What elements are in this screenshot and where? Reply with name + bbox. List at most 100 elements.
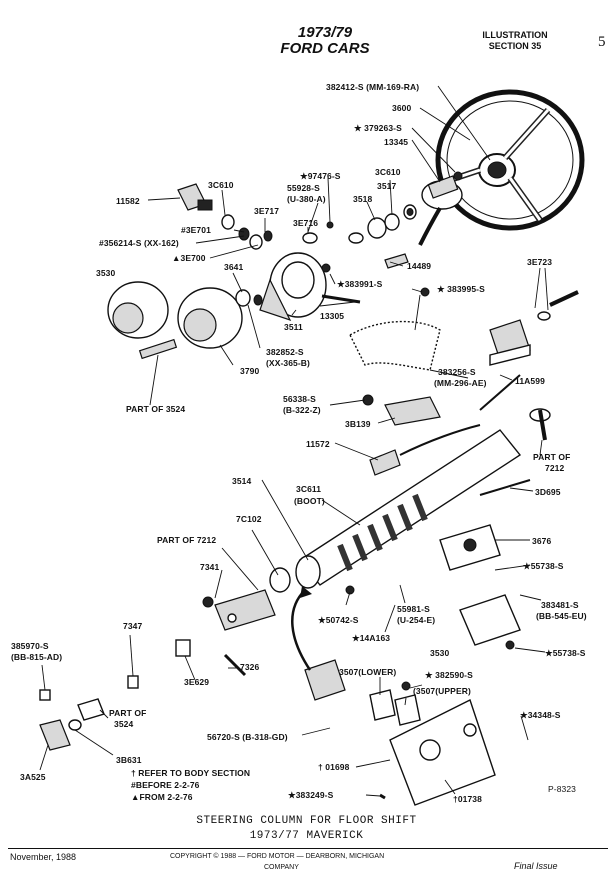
note-before-date: #BEFORE 2-2-76 — [131, 780, 200, 790]
callout-382412-S: 382412-S (MM-169-RA) — [326, 82, 420, 92]
callout-3D695: 3D695 — [535, 487, 561, 497]
caption-subtitle: 1973/77 MAVERICK — [249, 830, 364, 842]
bracket-3507 — [369, 681, 421, 726]
illustration-label: ILLUSTRATION — [482, 30, 548, 40]
callout-11572: 11572 — [306, 439, 330, 449]
header-title-line1: 1973/79 — [297, 24, 353, 41]
callout-34348-S: ★34348-S — [520, 710, 561, 720]
callout-3517: 3517 — [377, 181, 397, 191]
wiring-harness — [369, 424, 481, 476]
callout-3641: 3641 — [224, 262, 244, 272]
callout-11582: 11582 — [116, 196, 140, 206]
callout-3514: 3514 — [232, 476, 252, 486]
callout-382852-S-spec: (XX-365-B) — [266, 358, 310, 368]
callout-55738-S-upper: ★55738-S — [523, 561, 564, 571]
footer-divider — [8, 848, 608, 849]
callout-383481-S: 383481-S — [541, 600, 579, 610]
callout-3530-upper: 3530 — [96, 268, 116, 278]
callout-3676: 3676 — [532, 536, 552, 546]
turn-signal-switch — [384, 171, 463, 269]
callout-55981-S-spec: (U-254-E) — [397, 615, 436, 625]
callout-56338-S: 56338-S — [283, 394, 316, 404]
callout-3511: 3511 — [284, 322, 303, 332]
note-refer-body-section: † REFER TO BODY SECTION — [131, 768, 251, 778]
callout-3B631: 3B631 — [116, 755, 142, 765]
plate-3B139 — [362, 394, 441, 426]
callout-55928-S-spec: (U-380-A) — [287, 194, 326, 204]
callout-383481-S-spec: (BB-545-EU) — [536, 611, 587, 621]
column-tube — [295, 408, 551, 589]
section-label: SECTION 35 — [488, 41, 542, 51]
callout-part-of-7212-right-1: PART OF — [533, 452, 571, 462]
callout-part-of-3524-upper: PART OF 3524 — [126, 404, 186, 414]
callout-3518: 3518 — [353, 194, 373, 204]
callout-3B139: 3B139 — [345, 419, 371, 429]
callout-3E723: 3E723 — [527, 257, 553, 267]
steering-wheel — [435, 89, 585, 231]
shift-linkage-parts — [202, 567, 291, 631]
footer-copyright: COPYRIGHT © 1988 — FORD MOTOR — DEARBORN… — [170, 853, 385, 860]
callout-383995-S: ★ 383995-S — [437, 284, 485, 294]
callout-3C610-right: 3C610 — [375, 167, 401, 177]
callout-7326: 7326 — [240, 662, 260, 672]
callout-97476-S: ★97476-S — [300, 171, 341, 181]
callout-382852-S: 382852-S — [266, 347, 304, 357]
callout-3C611: 3C611 — [296, 484, 322, 494]
column-housing-3511 — [259, 252, 331, 322]
column-covers — [107, 281, 263, 360]
callout-55738-S-lower: ★55738-S — [545, 648, 586, 658]
callout-11A599: 11A599 — [515, 376, 545, 386]
callout-55928-S: 55928-S — [287, 183, 320, 193]
callout-14A163: ★14A163 — [352, 633, 391, 643]
shift-lever-assembly — [479, 290, 579, 411]
lock-cylinder-parts — [177, 183, 417, 250]
header-title-line2: FORD CARS — [280, 40, 370, 57]
callout-50742-S: ★50742-S — [318, 615, 359, 625]
callout-7C102: 7C102 — [236, 514, 262, 524]
callout-385970-S-spec: (BB-815-AD) — [11, 652, 63, 662]
drawing-number: P-8323 — [548, 784, 577, 794]
callout-01738: †01738 — [453, 794, 482, 804]
callout-3C610-left: 3C610 — [208, 180, 234, 190]
callout-379263-S: ★ 379263-S — [354, 123, 402, 133]
callout-13345: 13345 — [384, 137, 409, 147]
callout-383249-S: ★383249-S — [288, 790, 334, 800]
callout-01698: † 01698 — [318, 762, 350, 772]
callout-3A525: 3A525 — [20, 772, 46, 782]
footer-status: Final Issue — [514, 861, 558, 871]
callout-part-of-3524-lower-1: PART OF — [109, 708, 147, 718]
footer-date: November, 1988 — [10, 852, 77, 862]
callout-14489: 14489 — [407, 261, 432, 271]
callout-13305: 13305 — [320, 311, 345, 321]
page-number: 5 — [598, 34, 606, 50]
boot-lower — [291, 586, 346, 701]
callout-7347: 7347 — [123, 621, 143, 631]
callout-3790: 3790 — [240, 366, 260, 376]
small-parts — [127, 585, 355, 689]
callout-383991-S: ★383991-S — [337, 279, 383, 289]
leader-lines — [39, 85, 549, 797]
callout-383256-S: 383256-S — [438, 367, 476, 377]
footer-company: COMPANY — [264, 864, 299, 871]
callout-7341: 7341 — [200, 562, 220, 572]
callout-383256-S-spec: (MM-296-AE) — [434, 378, 487, 388]
callout-3C611-boot: (BOOT) — [294, 496, 325, 506]
note-from-date: ▲FROM 2-2-76 — [131, 792, 193, 802]
upper-bracket — [349, 287, 441, 371]
caption-title: STEERING COLUMN FOR FLOOR SHIFT — [196, 815, 417, 827]
callout-3600: 3600 — [392, 103, 412, 113]
callout-385970-S: 385970-S — [11, 641, 49, 651]
callout-part-of-7212-left: PART OF 7212 — [157, 535, 217, 545]
callout-3E716: 3E716 — [293, 218, 319, 228]
firewall-plate — [379, 699, 496, 806]
lower-bracket-3676 — [439, 524, 501, 571]
callout-356214-S: #356214-S (XX-162) — [99, 238, 179, 248]
callout-part-of-3524-lower-2: 3524 — [114, 719, 134, 729]
callout-382590-S: ★ 382590-S — [425, 670, 473, 680]
callout-3E700: ▲3E700 — [172, 253, 206, 263]
callout-3507-upper: (3507(UPPER) — [413, 686, 471, 696]
callout-3530-lower: 3530 — [430, 648, 450, 658]
lower-shaft-assembly — [39, 689, 105, 751]
callout-3E701: #3E701 — [181, 225, 211, 235]
